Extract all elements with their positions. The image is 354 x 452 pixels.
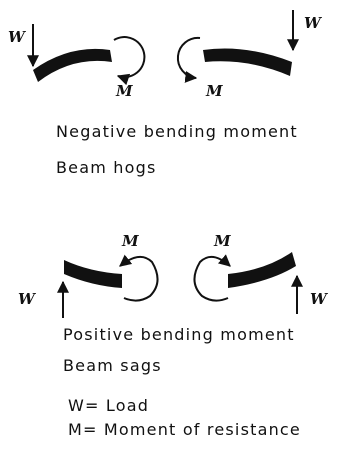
top-right-beam [203,48,292,76]
bottom-left-beam-group: W M [18,232,159,318]
bottom-left-beam [64,260,122,288]
top-left-load-label: W [8,28,27,46]
bottom-right-beam [228,252,296,288]
top-right-moment-arrow [176,36,201,83]
top-right-load-label: W [304,14,323,32]
bottom-left-load-label: W [18,290,37,308]
top-right-beam-group: W M [176,10,323,100]
bottom-caption-line2: Beam sags [63,356,162,375]
bottom-left-moment-arrow [119,254,159,302]
legend-line1: W= Load [68,396,150,415]
top-caption-line2: Beam hogs [56,158,157,177]
top-left-moment-arrow [113,36,146,86]
bottom-left-moment-label: M [121,232,139,250]
top-left-moment-label: M [115,82,133,100]
bottom-caption-line1: Positive bending moment [63,325,295,344]
top-right-moment-label: M [205,82,223,100]
legend-line2: M= Moment of resistance [68,420,301,439]
top-caption-line1: Negative bending moment [56,122,298,141]
bottom-right-load-label: W [310,290,329,308]
bottom-right-moment-label: M [213,232,231,250]
bottom-right-beam-group: W M [193,232,329,314]
bottom-right-moment-arrow [193,254,231,302]
top-left-beam-group: W M [8,24,146,100]
top-left-beam [33,48,112,82]
